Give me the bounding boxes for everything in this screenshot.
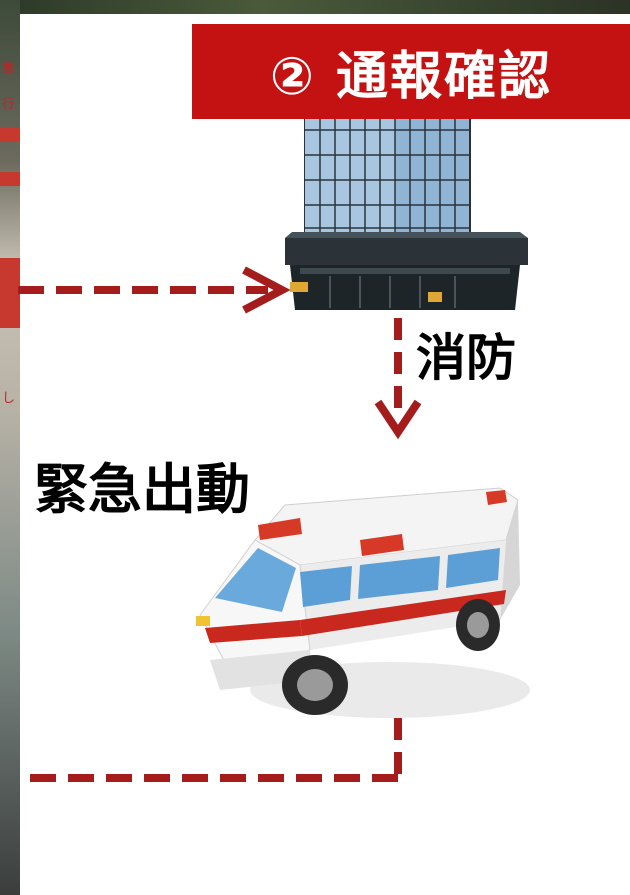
phone-red-band xyxy=(0,258,20,328)
phone-screenshot-edge: 急 行 し xyxy=(0,0,20,895)
fire-department-label: 消防 xyxy=(416,329,516,387)
arrow-phone-to-fire-department xyxy=(18,266,291,314)
phone-text-snippet: 急 xyxy=(2,61,16,76)
ambulance-icon xyxy=(196,487,530,718)
arrow-fire-department-to-ambulance xyxy=(374,318,422,440)
office-building-icon xyxy=(285,99,528,310)
phone-text-snippet: し xyxy=(2,391,16,406)
background-photo-top xyxy=(20,0,630,14)
emergency-dispatch-label: 緊急出動 xyxy=(34,458,250,521)
phone-red-band xyxy=(0,128,20,142)
arrow-ambulance-to-phone xyxy=(18,718,402,782)
phone-red-band xyxy=(0,172,20,186)
phone-text-snippet: 行 xyxy=(2,97,16,112)
step-title-banner: ② 通報確認 xyxy=(192,24,630,119)
